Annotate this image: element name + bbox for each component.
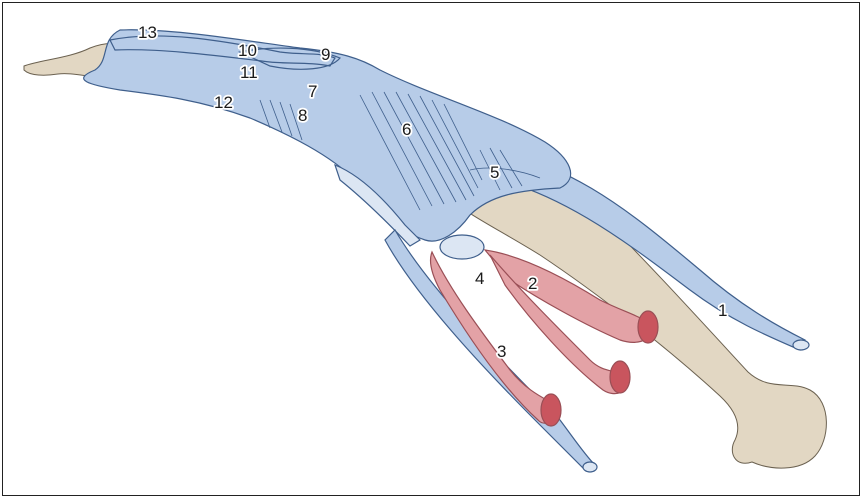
label-5: 5 — [490, 163, 499, 182]
label-12: 12 — [214, 93, 233, 112]
label-4: 4 — [475, 269, 484, 288]
label-3: 3 — [497, 342, 506, 361]
ligament-group — [84, 30, 809, 472]
long-bone — [448, 163, 826, 468]
label-9: 9 — [321, 45, 330, 64]
label-7: 7 — [308, 82, 317, 101]
label-1: 1 — [718, 301, 727, 320]
label-8: 8 — [298, 106, 307, 125]
muscle-2b-cap — [610, 361, 630, 393]
tendon-end-cap-2 — [583, 462, 597, 472]
label-10: 10 — [238, 41, 257, 60]
label-13: 13 — [138, 23, 157, 42]
sesamoid-ring — [440, 235, 484, 259]
label-6: 6 — [402, 120, 411, 139]
muscle-2a-cap — [638, 311, 658, 343]
tendon-end-cap-1 — [793, 340, 809, 350]
label-11: 11 — [240, 63, 258, 82]
muscle-3-cap — [541, 394, 561, 426]
label-2: 2 — [528, 274, 537, 293]
